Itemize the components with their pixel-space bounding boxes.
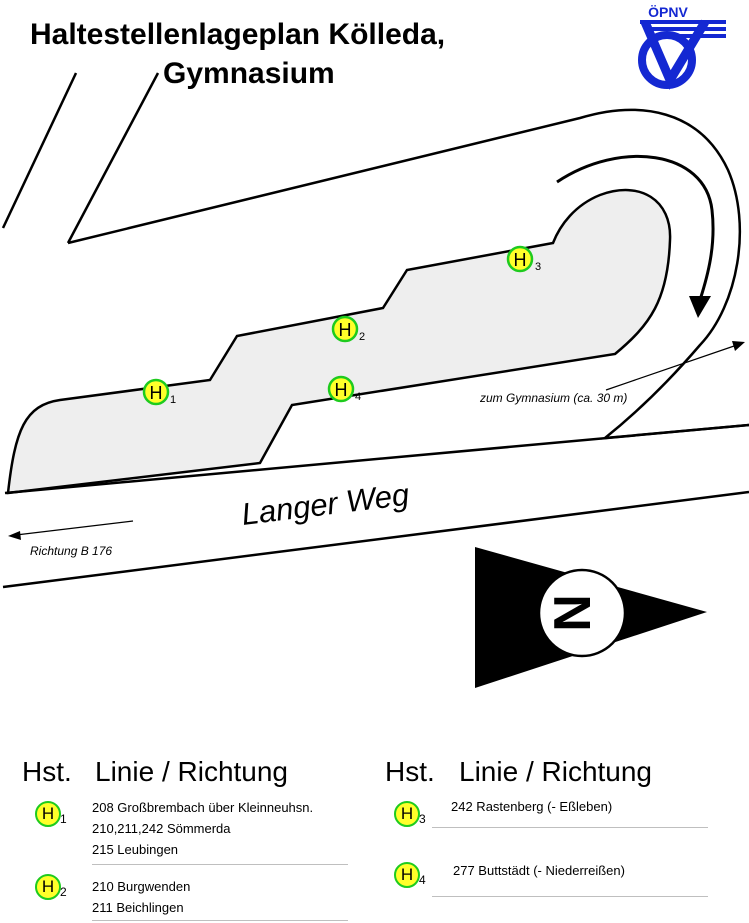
legend-line-entry: 211 Beichlingen	[92, 900, 184, 915]
legend-line-entry: 210,211,242 Sömmerda	[92, 821, 231, 836]
svg-text:H: H	[514, 250, 527, 270]
direction-west-label: Richtung B 176	[30, 544, 112, 558]
to-school-label: zum Gymnasium (ca. 30 m)	[479, 391, 627, 405]
legend-line-entry: 242 Rastenberg (- Eßleben)	[451, 799, 613, 814]
legend-line-entry: 208 Großbrembach über Kleinneuhsn.	[92, 800, 314, 815]
legend-left-header-line: Linie / Richtung	[95, 756, 289, 787]
page-title-line-2: Gymnasium	[163, 57, 335, 90]
road-edge-line	[66, 72, 160, 244]
svg-text:4: 4	[355, 391, 361, 403]
legend-separator	[432, 896, 708, 897]
bus-platform	[6, 188, 672, 495]
svg-text:H: H	[150, 383, 163, 403]
stop-marker-3: H 3	[506, 245, 541, 273]
to-school-arrow	[605, 344, 738, 391]
road-edge-line	[1, 72, 78, 229]
legend-line-entry: 210 Burgwenden	[92, 879, 191, 894]
direction-arrow	[15, 520, 134, 536]
stop-marker-4: H 4	[327, 375, 361, 403]
legend-right-header-line: Linie / Richtung	[459, 756, 653, 787]
legend-line-entry: 277 Buttstädt (- Niederreißen)	[453, 863, 625, 878]
svg-text:H: H	[335, 380, 348, 400]
legend-stop-badge-2: H 2	[35, 874, 67, 900]
legend-stop-badge-3: H 3	[394, 801, 426, 827]
svg-text:1: 1	[170, 394, 176, 406]
svg-text:H: H	[339, 320, 352, 340]
turn-arrow	[556, 154, 715, 301]
legend-line-entry: 215 Leubingen	[92, 842, 179, 857]
page-title-line-1: Haltestellenlageplan Kölleda,	[30, 18, 446, 51]
legend-stop-badge-1: H 1	[35, 801, 67, 827]
oepnv-logo-icon: ÖPNV	[638, 4, 726, 90]
street-name: Langer Weg	[240, 477, 411, 532]
svg-text:ÖPNV: ÖPNV	[648, 4, 688, 20]
street-edge-line	[4, 423, 749, 495]
north-arrow-disc	[537, 568, 627, 658]
turn-arrow-head	[689, 296, 711, 318]
stop-marker-1: H 1	[142, 378, 176, 406]
to-school-arrow-head	[732, 341, 745, 351]
legend-stop-badge-4: H 4	[394, 862, 426, 888]
direction-arrow-head	[8, 531, 21, 540]
street-edge-line	[2, 490, 749, 589]
legend-separator	[92, 864, 348, 865]
svg-text:3: 3	[535, 261, 541, 273]
legend-separator	[92, 920, 348, 921]
legend-right-header-stop: Hst.	[385, 756, 435, 787]
loop-road-outline	[67, 108, 749, 440]
stop-marker-2: H 2	[331, 315, 365, 343]
legend-separator	[432, 827, 708, 828]
north-letter: N	[544, 594, 602, 632]
svg-text:2: 2	[359, 331, 365, 343]
legend-left-header-stop: Hst.	[22, 756, 72, 787]
